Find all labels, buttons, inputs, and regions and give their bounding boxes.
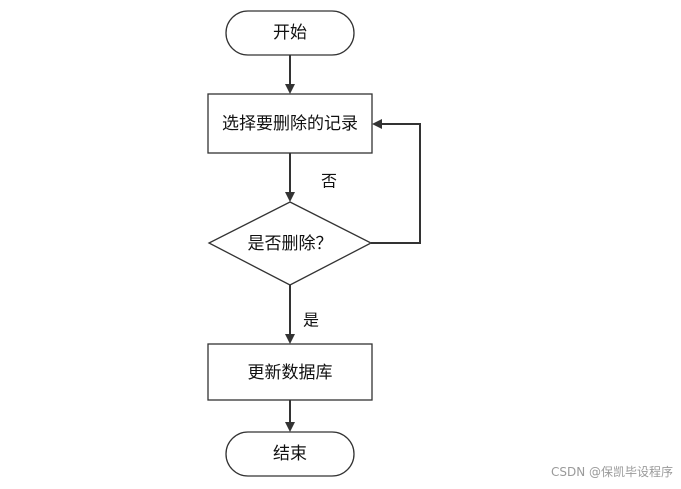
end-label: 结束 xyxy=(273,444,307,464)
select-record-label: 选择要删除的记录 xyxy=(222,114,358,134)
no-branch-label: 否 xyxy=(321,172,337,191)
decision-label: 是否删除？ xyxy=(248,234,333,254)
end-node: 结束 xyxy=(225,431,355,477)
yes-branch-label: 是 xyxy=(303,311,319,330)
start-label: 开始 xyxy=(273,23,307,43)
edge-decision-no-loop xyxy=(371,119,421,244)
update-database-label: 更新数据库 xyxy=(248,363,333,383)
csdn-watermark: CSDN @保凯毕设程序 xyxy=(550,465,673,479)
update-database-node: 更新数据库 xyxy=(207,343,373,401)
decision-node: 是否删除？ xyxy=(207,201,373,286)
select-record-node: 选择要删除的记录 xyxy=(207,93,373,154)
start-node: 开始 xyxy=(225,10,355,56)
